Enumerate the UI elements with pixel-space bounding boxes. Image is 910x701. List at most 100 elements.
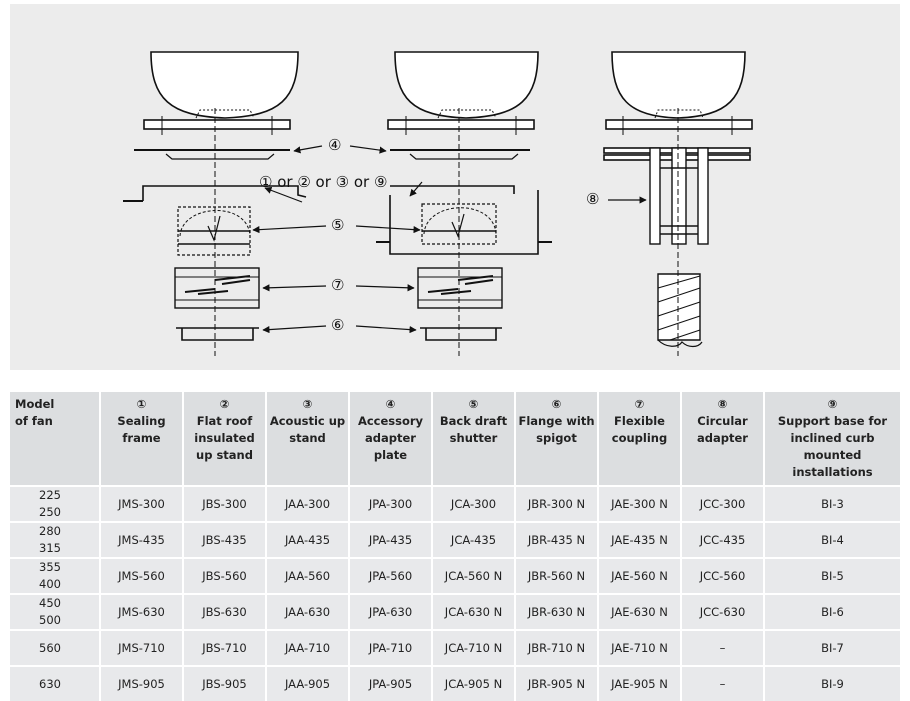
- fan-3-assembly: [603, 51, 753, 356]
- accessory-code-cell: JBR-630 N: [514, 593, 597, 629]
- accessory-code-cell: JCA-300: [431, 485, 514, 521]
- accessory-code-cell: BI-9: [763, 665, 900, 701]
- header-accessory-7: ⑦ Flexible coupling: [597, 392, 680, 485]
- accessory-code-cell: JBS-300: [182, 485, 265, 521]
- accessory-code-cell: JPA-435: [348, 521, 431, 557]
- accessory-code-cell: JBS-710: [182, 629, 265, 665]
- header-label: Model of fan: [15, 397, 55, 428]
- accessory-code-cell: JCA-435: [431, 521, 514, 557]
- header-label: Sealing frame: [117, 414, 166, 445]
- accessories-table: Model of fan ① Sealing frame ② Flat roof ins…: [10, 392, 900, 701]
- model-size: 450: [39, 596, 61, 610]
- accessory-code-cell: JBS-630: [182, 593, 265, 629]
- accessory-code-cell: JAE-560 N: [597, 557, 680, 593]
- header-accessory-4: ④ Accessory adapter plate: [348, 392, 431, 485]
- accessory-code-cell: JPA-630: [348, 593, 431, 629]
- callout-7: ⑦: [331, 276, 344, 294]
- accessory-code-cell: JBS-435: [182, 521, 265, 557]
- model-size: 225: [39, 488, 61, 502]
- header-accessory-3: ③ Acoustic up stand: [265, 392, 348, 485]
- accessory-code-cell: JPA-300: [348, 485, 431, 521]
- header-number: ④: [385, 397, 396, 411]
- callout-6: ⑥: [331, 316, 344, 334]
- header-number: ⑦: [634, 397, 645, 411]
- accessory-code-cell: BI-4: [763, 521, 900, 557]
- accessory-code-cell: JCC-435: [680, 521, 763, 557]
- accessory-code-cell: JBR-300 N: [514, 485, 597, 521]
- callout-1-2-3-9: ① or ② or ③ or ⑨: [259, 173, 387, 191]
- header-accessory-1: ① Sealing frame: [99, 392, 182, 485]
- accessory-code-cell: JMS-435: [99, 521, 182, 557]
- model-cell: 560: [10, 629, 99, 665]
- accessory-code-cell: –: [680, 665, 763, 701]
- header-label: Flexible coupling: [611, 414, 668, 445]
- header-label: Circular adapter: [697, 414, 748, 445]
- accessories-diagram: ④ ① or ② or ③ or ⑨ ⑤ ⑦ ⑥ ⑧: [10, 4, 900, 370]
- accessory-code-cell: JBR-560 N: [514, 557, 597, 593]
- accessory-code-cell: JAE-435 N: [597, 521, 680, 557]
- model-size: 250: [39, 505, 61, 519]
- accessory-code-cell: JMS-710: [99, 629, 182, 665]
- model-size: 560: [39, 640, 61, 655]
- header-accessory-2: ② Flat roof insulated up stand: [182, 392, 265, 485]
- header-label: Acoustic up stand: [269, 414, 346, 445]
- accessory-code-cell: BI-3: [763, 485, 900, 521]
- accessory-code-cell: JAA-435: [265, 521, 348, 557]
- accessory-code-cell: JAE-905 N: [597, 665, 680, 701]
- model-size: 400: [39, 577, 61, 591]
- fan-1-assembly: [123, 51, 307, 356]
- header-number: ⑥: [551, 397, 562, 411]
- accessory-code-cell: JCA-630 N: [431, 593, 514, 629]
- model-size: 355: [39, 560, 61, 574]
- accessory-code-cell: JPA-905: [348, 665, 431, 701]
- header-label: Back draft shutter: [439, 414, 508, 445]
- fan-2-assembly: [376, 51, 552, 356]
- accessory-code-cell: JPA-560: [348, 557, 431, 593]
- accessory-code-cell: JCC-560: [680, 557, 763, 593]
- header-number: ③: [302, 397, 313, 411]
- accessory-code-cell: JAA-905: [265, 665, 348, 701]
- header-accessory-6: ⑥ Flange with spigot: [514, 392, 597, 485]
- accessory-code-cell: JMS-630: [99, 593, 182, 629]
- model-size: 500: [39, 613, 61, 627]
- accessory-code-cell: JBR-905 N: [514, 665, 597, 701]
- callout-arrows: [252, 145, 647, 334]
- header-label: Flange with spigot: [518, 414, 595, 445]
- accessory-code-cell: JAA-710: [265, 629, 348, 665]
- accessory-code-cell: JAA-560: [265, 557, 348, 593]
- callout-5: ⑤: [331, 216, 344, 234]
- header-model-of-fan: Model of fan: [10, 392, 99, 485]
- callout-4: ④: [328, 136, 341, 154]
- header-number: ⑤: [468, 397, 479, 411]
- callout-8: ⑧: [586, 190, 599, 208]
- accessory-code-cell: BI-7: [763, 629, 900, 665]
- header-number: ⑨: [827, 397, 838, 411]
- accessory-code-cell: JBR-710 N: [514, 629, 597, 665]
- model-cell: 630: [10, 665, 99, 701]
- accessory-code-cell: JCC-630: [680, 593, 763, 629]
- accessory-code-cell: BI-5: [763, 557, 900, 593]
- header-label: Accessory adapter plate: [357, 414, 424, 462]
- accessory-code-cell: JAE-300 N: [597, 485, 680, 521]
- accessory-code-cell: JPA-710: [348, 629, 431, 665]
- accessory-code-cell: JMS-560: [99, 557, 182, 593]
- accessory-code-cell: JCA-560 N: [431, 557, 514, 593]
- accessory-code-cell: JBR-435 N: [514, 521, 597, 557]
- accessory-code-cell: JMS-300: [99, 485, 182, 521]
- model-size: 280: [39, 524, 61, 538]
- accessory-code-cell: JAA-630: [265, 593, 348, 629]
- header-label: Flat roof insulated up stand: [194, 414, 255, 462]
- accessory-code-cell: JMS-905: [99, 665, 182, 701]
- header-number: ②: [219, 397, 230, 411]
- header-number: ①: [136, 397, 147, 411]
- accessory-code-cell: JBS-560: [182, 557, 265, 593]
